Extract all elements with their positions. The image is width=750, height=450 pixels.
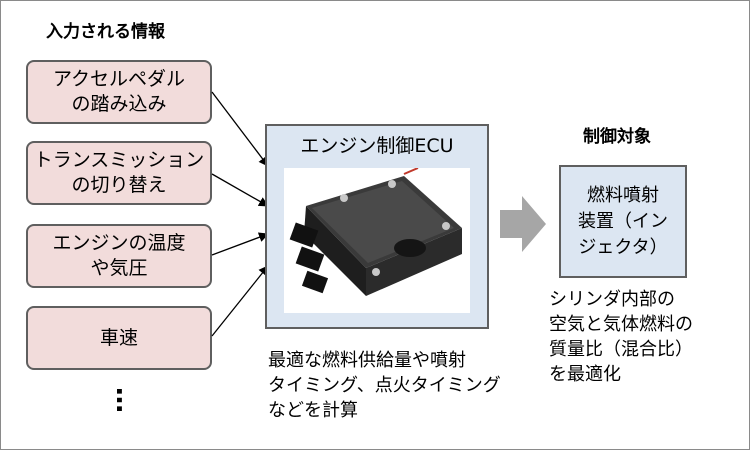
arrow-accelerator-to-ecu bbox=[211, 91, 269, 167]
ecu-title: エンジン制御ECU bbox=[300, 135, 454, 157]
input-vehicle-speed: 車速 bbox=[26, 306, 212, 370]
arrow-engine-temp-to-ecu bbox=[211, 232, 269, 256]
ecu-unit-illustration bbox=[289, 167, 462, 296]
input-engine-temperature-pressure: エンジンの温度 や気圧 bbox=[26, 224, 212, 288]
ecu-description: 最適な燃料供給量や噴射 タイミング、点火タイミング などを計算 bbox=[268, 350, 501, 421]
target-description: シリンダ内部の 空気と気体燃料の 質量比（混合比） を最適化 bbox=[549, 289, 693, 385]
more-inputs-ellipsis: … bbox=[110, 387, 140, 413]
input-transmission-shift: トランスミッション の切り替え bbox=[26, 141, 212, 205]
arrow-transmission-to-ecu bbox=[211, 173, 269, 207]
ecu-box: エンジン制御ECU bbox=[265, 124, 489, 329]
input-accelerator-pedal: アクセルペダル の踏み込み bbox=[26, 60, 212, 124]
inputs-heading: 入力される情報 bbox=[46, 22, 165, 42]
arrow-speed-to-ecu bbox=[211, 265, 269, 337]
fuel-injector-box: 燃料噴射 装置（イン ジェクタ） bbox=[559, 165, 687, 278]
big-arrow-ecu-to-injector bbox=[500, 196, 546, 252]
target-heading: 制御対象 bbox=[583, 127, 651, 147]
ecu-photo bbox=[284, 167, 470, 313]
